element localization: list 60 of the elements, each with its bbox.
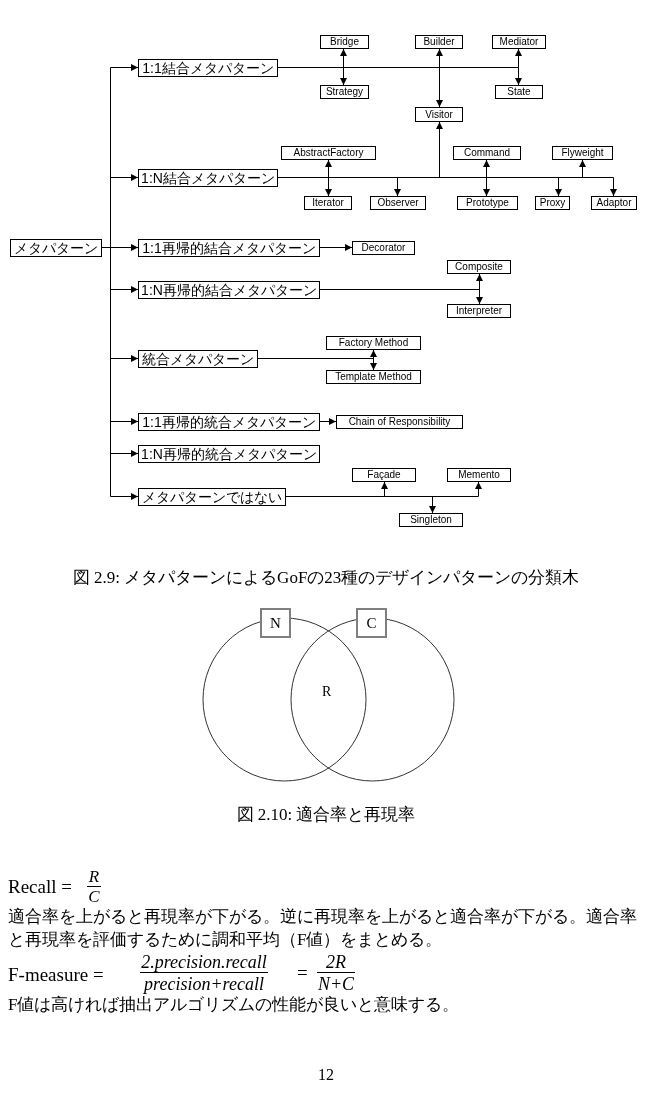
pattern-box: Adaptor bbox=[591, 196, 637, 210]
figure-caption: 図 2.10: 適合率と再現率 bbox=[236, 805, 416, 825]
equals-sign: = bbox=[297, 962, 308, 984]
category-box: 1:1再帰的統合メタパターン bbox=[138, 413, 320, 431]
page-number: 12 bbox=[318, 1065, 334, 1085]
denominator: N+C bbox=[317, 975, 355, 993]
double-arrow bbox=[436, 48, 443, 108]
double-arrow bbox=[325, 159, 332, 197]
set-label-box: C bbox=[356, 608, 387, 638]
formula-text: F-measure = bbox=[8, 964, 104, 986]
pattern-box: Bridge bbox=[320, 35, 369, 49]
double-arrow bbox=[340, 48, 347, 86]
pattern-box: State bbox=[495, 85, 543, 99]
pattern-box: Interpreter bbox=[447, 304, 511, 318]
arrow bbox=[277, 67, 522, 86]
arrow bbox=[285, 481, 482, 497]
category-box: 1:N再帰的結合メタパターン bbox=[138, 281, 320, 299]
pattern-box: Iterator bbox=[304, 196, 352, 210]
arrow bbox=[319, 244, 353, 251]
category-box: メタパターンではない bbox=[138, 488, 286, 506]
numerator: 2.precision.recall bbox=[141, 953, 267, 971]
formula-text: Recall = bbox=[8, 876, 72, 898]
arrow bbox=[101, 247, 139, 500]
pattern-box: Proxy bbox=[535, 196, 570, 210]
pattern-box: Observer bbox=[370, 196, 426, 210]
pattern-box: Composite bbox=[447, 260, 511, 274]
pattern-box: Strategy bbox=[320, 85, 369, 99]
figure-caption: 図 2.9: メタパターンによるGoFの23種のデザインパターンの分類木 bbox=[72, 568, 580, 588]
pattern-box: Visitor bbox=[415, 107, 463, 122]
pattern-box: Command bbox=[453, 146, 521, 160]
arrow bbox=[319, 418, 337, 425]
category-box: 1:1再帰的結合メタパターン bbox=[138, 239, 320, 257]
intersection-label: R bbox=[322, 683, 332, 701]
root-box: メタパターン bbox=[10, 239, 102, 257]
numerator: R bbox=[88, 868, 100, 886]
category-box: 1:N結合メタパターン bbox=[138, 169, 278, 187]
category-box: 1:1結合メタパターン bbox=[138, 59, 278, 77]
set-label-box: N bbox=[260, 608, 291, 638]
denominator: precision+recall bbox=[144, 975, 264, 993]
pattern-box: Memento bbox=[447, 468, 511, 482]
pattern-box: Mediator bbox=[492, 35, 546, 49]
pattern-box: Builder bbox=[415, 35, 463, 49]
numerator: 2R bbox=[326, 953, 346, 971]
body-text: F値は高ければ抽出アルゴリズムの性能が良いと意味する。 bbox=[8, 995, 461, 1015]
pattern-box: Flyweight bbox=[552, 146, 613, 160]
pattern-box: Template Method bbox=[326, 370, 421, 384]
pattern-box: Façade bbox=[352, 468, 416, 482]
pattern-box: Chain of Responsibility bbox=[336, 415, 463, 429]
body-text: 適合率を上がると再現率が下がる。逆に再現率を上がると適合率が下がる。適合率と再現率を評価するために調和平均（F値）をまとめる。 bbox=[8, 906, 638, 951]
category-box: 1:N再帰的統合メタパターン bbox=[138, 445, 320, 463]
arrow bbox=[319, 289, 483, 305]
denominator: C bbox=[88, 888, 100, 906]
pattern-box: AbstractFactory bbox=[281, 146, 376, 160]
category-box: 統合メタパターン bbox=[138, 350, 258, 368]
pattern-box: Singleton bbox=[399, 513, 463, 527]
pattern-box: Factory Method bbox=[326, 336, 421, 350]
pattern-box: Decorator bbox=[352, 241, 415, 255]
double-arrow bbox=[483, 159, 490, 197]
pattern-box: Prototype bbox=[457, 196, 518, 210]
arrow bbox=[257, 358, 377, 371]
